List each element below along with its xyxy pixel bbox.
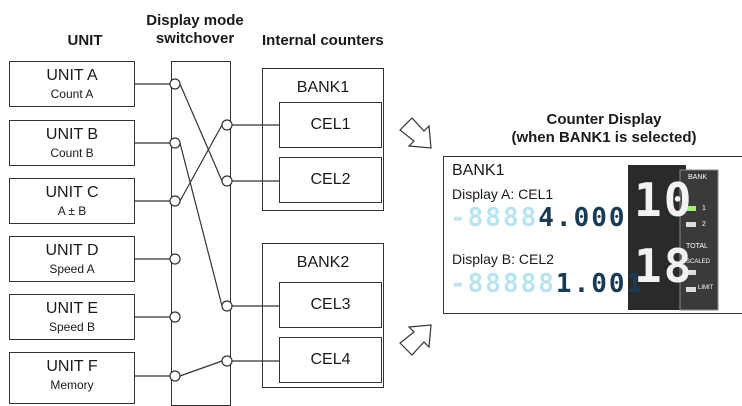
- unit-name: UNIT E: [45, 300, 99, 317]
- indicator-label-total: TOTAL: [686, 243, 708, 250]
- switch-node-e: [169, 311, 181, 323]
- arrow-to-display-bottom: [399, 324, 432, 356]
- indicator-label-scaled: SCALED: [686, 259, 711, 265]
- unit-name: UNIT A: [46, 67, 98, 84]
- unit-sub: Speed A: [49, 262, 95, 276]
- indicator-label-1: 1: [702, 205, 706, 212]
- unit-name: UNIT B: [45, 126, 99, 143]
- unit-box-b: UNIT B Count B: [9, 120, 135, 166]
- counter-display: BANK1 Display A: CEL1 -88884.000 Display…: [443, 156, 742, 314]
- route-f-cel4: [179, 360, 223, 377]
- unit-sub: A ± B: [57, 204, 87, 218]
- indicator-label-bank: BANK: [688, 174, 708, 181]
- unit-box-f: UNIT F Memory: [9, 352, 135, 404]
- unit-name: UNIT F: [46, 358, 98, 375]
- unit-header: UNIT: [67, 32, 103, 49]
- display-right-digits-1: 10: [634, 173, 694, 227]
- display-panel-dark: [628, 165, 686, 310]
- display-a-ghost-digits: -8888: [450, 203, 539, 233]
- switch-node-a: [169, 78, 181, 90]
- arrow-to-display-top: [399, 117, 432, 149]
- display-a-value: 4.000: [538, 203, 627, 233]
- switch-node-cel1: [221, 119, 233, 131]
- unit-box-a: UNIT A Count A: [9, 61, 135, 107]
- unit-sub: Speed B: [48, 320, 96, 334]
- switchover-header: Display mode switchover: [130, 12, 260, 48]
- switch-node-b: [169, 137, 181, 149]
- bank-indicator-lamp1: [686, 206, 696, 211]
- bank-indicator-lamp2: [686, 222, 696, 227]
- switch-node-c: [169, 195, 181, 207]
- route-a-cel2: [179, 83, 223, 182]
- switch-node-f: [169, 370, 181, 382]
- display-title-line2: (when BANK1 is selected): [511, 129, 697, 146]
- display-title: Counter Display (when BANK1 is selected): [466, 111, 742, 147]
- unit-name: UNIT C: [45, 184, 99, 201]
- limit-indicator-lamp: [686, 287, 696, 292]
- display-b-label: Display B: CEL2: [452, 251, 554, 267]
- indicator-label-limit: LIMIT: [698, 285, 714, 291]
- display-bank-label: BANK1: [452, 162, 505, 179]
- display-right-digits-2: 18: [634, 239, 694, 293]
- unit-box-e: UNIT E Speed B: [9, 294, 135, 340]
- unit-sub: Memory: [50, 378, 94, 392]
- unit-name: UNIT D: [45, 242, 99, 259]
- unit-sub: Count B: [50, 146, 94, 160]
- display-b-value: 1.001: [555, 269, 645, 299]
- switch-node-cel4: [221, 355, 233, 367]
- display-panel-indicator: [679, 169, 719, 311]
- switch-node-cel2: [221, 175, 233, 187]
- cel3-box: CEL3: [279, 282, 382, 328]
- cel4-box: CEL4: [279, 337, 382, 383]
- unit-sub: Count A: [50, 87, 94, 101]
- display-title-line1: Counter Display: [546, 111, 662, 128]
- switch-node-cel3: [221, 300, 233, 312]
- bank2-title: BANK2: [296, 254, 350, 271]
- display-a-readout: -88884.000: [450, 203, 627, 233]
- counters-header: Internal counters: [262, 32, 384, 49]
- switchover-box: [171, 61, 231, 406]
- switchover-header-line2: switchover: [155, 30, 235, 47]
- unit-box-c: UNIT C A ± B: [9, 178, 135, 224]
- display-b-readout: -888881.001: [450, 269, 644, 299]
- switch-node-d: [169, 253, 181, 265]
- cel1-box: CEL1: [279, 102, 382, 148]
- cel2-box: CEL2: [279, 157, 382, 203]
- display-b-ghost-digits: -88888: [450, 269, 556, 299]
- indicator-label-2: 2: [702, 221, 706, 228]
- display-a-label: Display A: CEL1: [452, 186, 554, 202]
- switchover-header-line1: Display mode: [146, 12, 244, 29]
- bank1-title: BANK1: [296, 79, 350, 96]
- route-b-cel3: [179, 142, 223, 307]
- scaled-indicator-lamp: [686, 270, 696, 275]
- unit-box-d: UNIT D Speed A: [9, 236, 135, 282]
- route-c-cel1: [179, 124, 223, 202]
